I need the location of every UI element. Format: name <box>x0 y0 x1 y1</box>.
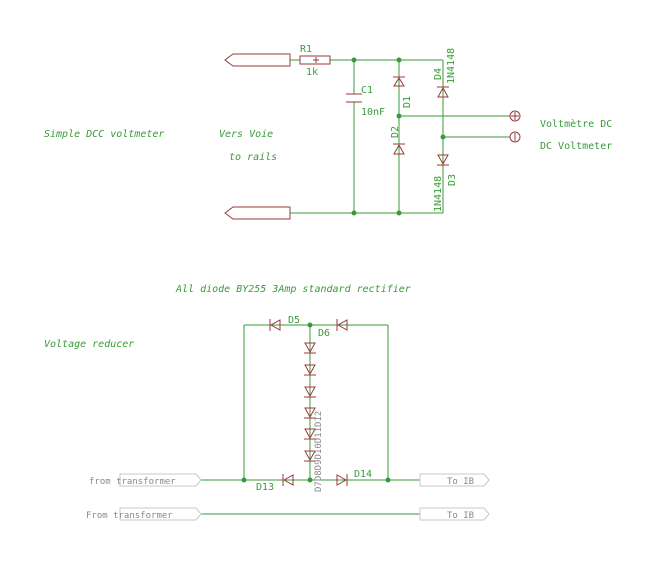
to-ib-label-2: To IB <box>447 511 474 521</box>
diode-d13 <box>282 474 294 486</box>
to-ib-connector-1 <box>419 473 490 487</box>
rail-input-connector-top <box>224 53 291 67</box>
input-label-french: Vers Voie <box>219 129 273 140</box>
d4-label: D4 <box>433 68 444 80</box>
d2-label: D2 <box>390 126 401 138</box>
diode-stack-labels: D7D8D9D10D11D12 <box>314 411 324 492</box>
diode-d1 <box>393 76 405 87</box>
d13-label: D13 <box>256 482 274 493</box>
diode-stack-d7-d12 <box>304 342 316 462</box>
d5-label: D5 <box>288 315 300 326</box>
from-transformer-connector-2 <box>119 507 202 521</box>
output-terminal-minus <box>509 131 521 143</box>
output-label-french: Voltmètre DC <box>540 118 612 130</box>
output-terminal-plus <box>509 110 521 122</box>
output-label-english: DC Voltmeter <box>540 141 612 152</box>
d14-label: D14 <box>354 469 372 480</box>
reducer-circuit: All diode BY255 3Amp standard rectifier … <box>44 284 490 521</box>
from-transformer-label-2: From transformer <box>86 511 173 521</box>
diode-d6 <box>336 319 348 331</box>
resistor-r1 <box>299 55 331 65</box>
to-ib-label-1: To IB <box>447 477 474 487</box>
reducer-title: Voltage reducer <box>44 339 134 350</box>
c1-name-label: C1 <box>361 85 373 96</box>
c1-value-label: 10nF <box>361 107 385 118</box>
r1-value-label: 1k <box>306 67 318 78</box>
d3-label: D3 <box>447 174 458 186</box>
diode-note: All diode BY255 3Amp standard rectifier <box>175 284 411 295</box>
d3-type-label: 1N4148 <box>433 176 444 212</box>
d4-type-label: 1N4148 <box>446 48 457 84</box>
capacitor-c1 <box>346 93 362 103</box>
diode-d5 <box>269 319 281 331</box>
voltmeter-circuit: R1 1k C1 10nF D1 D2 D4 1N4148 D3 1N4148 … <box>44 44 612 220</box>
d1-label: D1 <box>402 96 413 108</box>
d6-label: D6 <box>318 328 330 339</box>
voltmeter-title: Simple DCC voltmeter <box>44 129 164 140</box>
rail-input-connector-bottom <box>224 206 291 220</box>
to-ib-connector-2 <box>419 507 490 521</box>
from-transformer-connector-1 <box>119 473 202 487</box>
from-transformer-label-1: from transformer <box>89 477 176 487</box>
input-label-english: to rails <box>229 152 277 163</box>
diode-d4 <box>437 86 449 98</box>
r1-name-label: R1 <box>300 44 312 55</box>
diode-d3 <box>437 154 449 166</box>
diode-d14 <box>336 474 348 486</box>
diode-d2 <box>393 143 405 155</box>
